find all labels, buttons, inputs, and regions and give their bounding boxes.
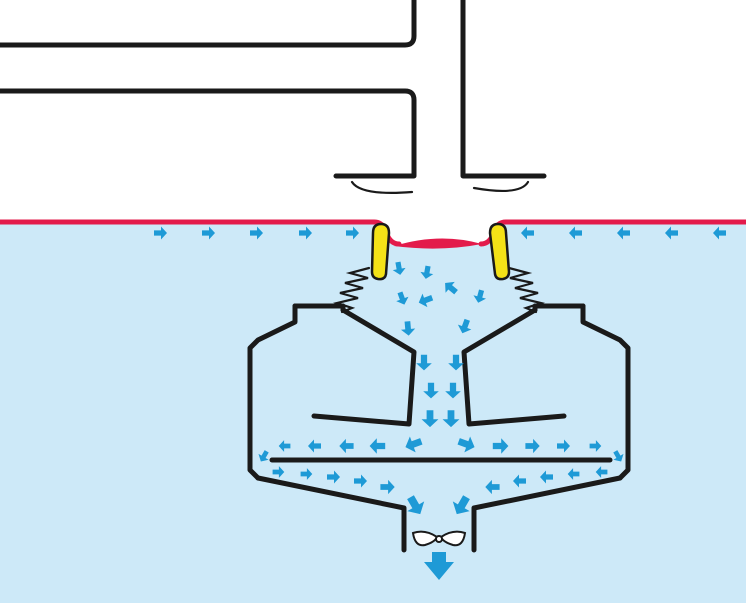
float-icon-left [370,222,391,281]
float-icon-right [488,222,511,281]
bottom-hopper [255,475,623,553]
water-body [0,222,746,603]
right-chamber-top [532,303,586,313]
propeller-icon [411,530,467,547]
left-chamber [247,303,417,481]
vertical-pipe-right [460,0,547,179]
upper-pipe [0,0,417,48]
left-chamber-top [292,303,346,313]
right-chamber [461,303,631,481]
intake-lip-left [350,180,414,194]
intake-lip-right [472,180,530,193]
oil-slick [394,238,482,249]
lower-pipe [0,88,417,179]
outflow-arrow-icon [424,552,454,580]
